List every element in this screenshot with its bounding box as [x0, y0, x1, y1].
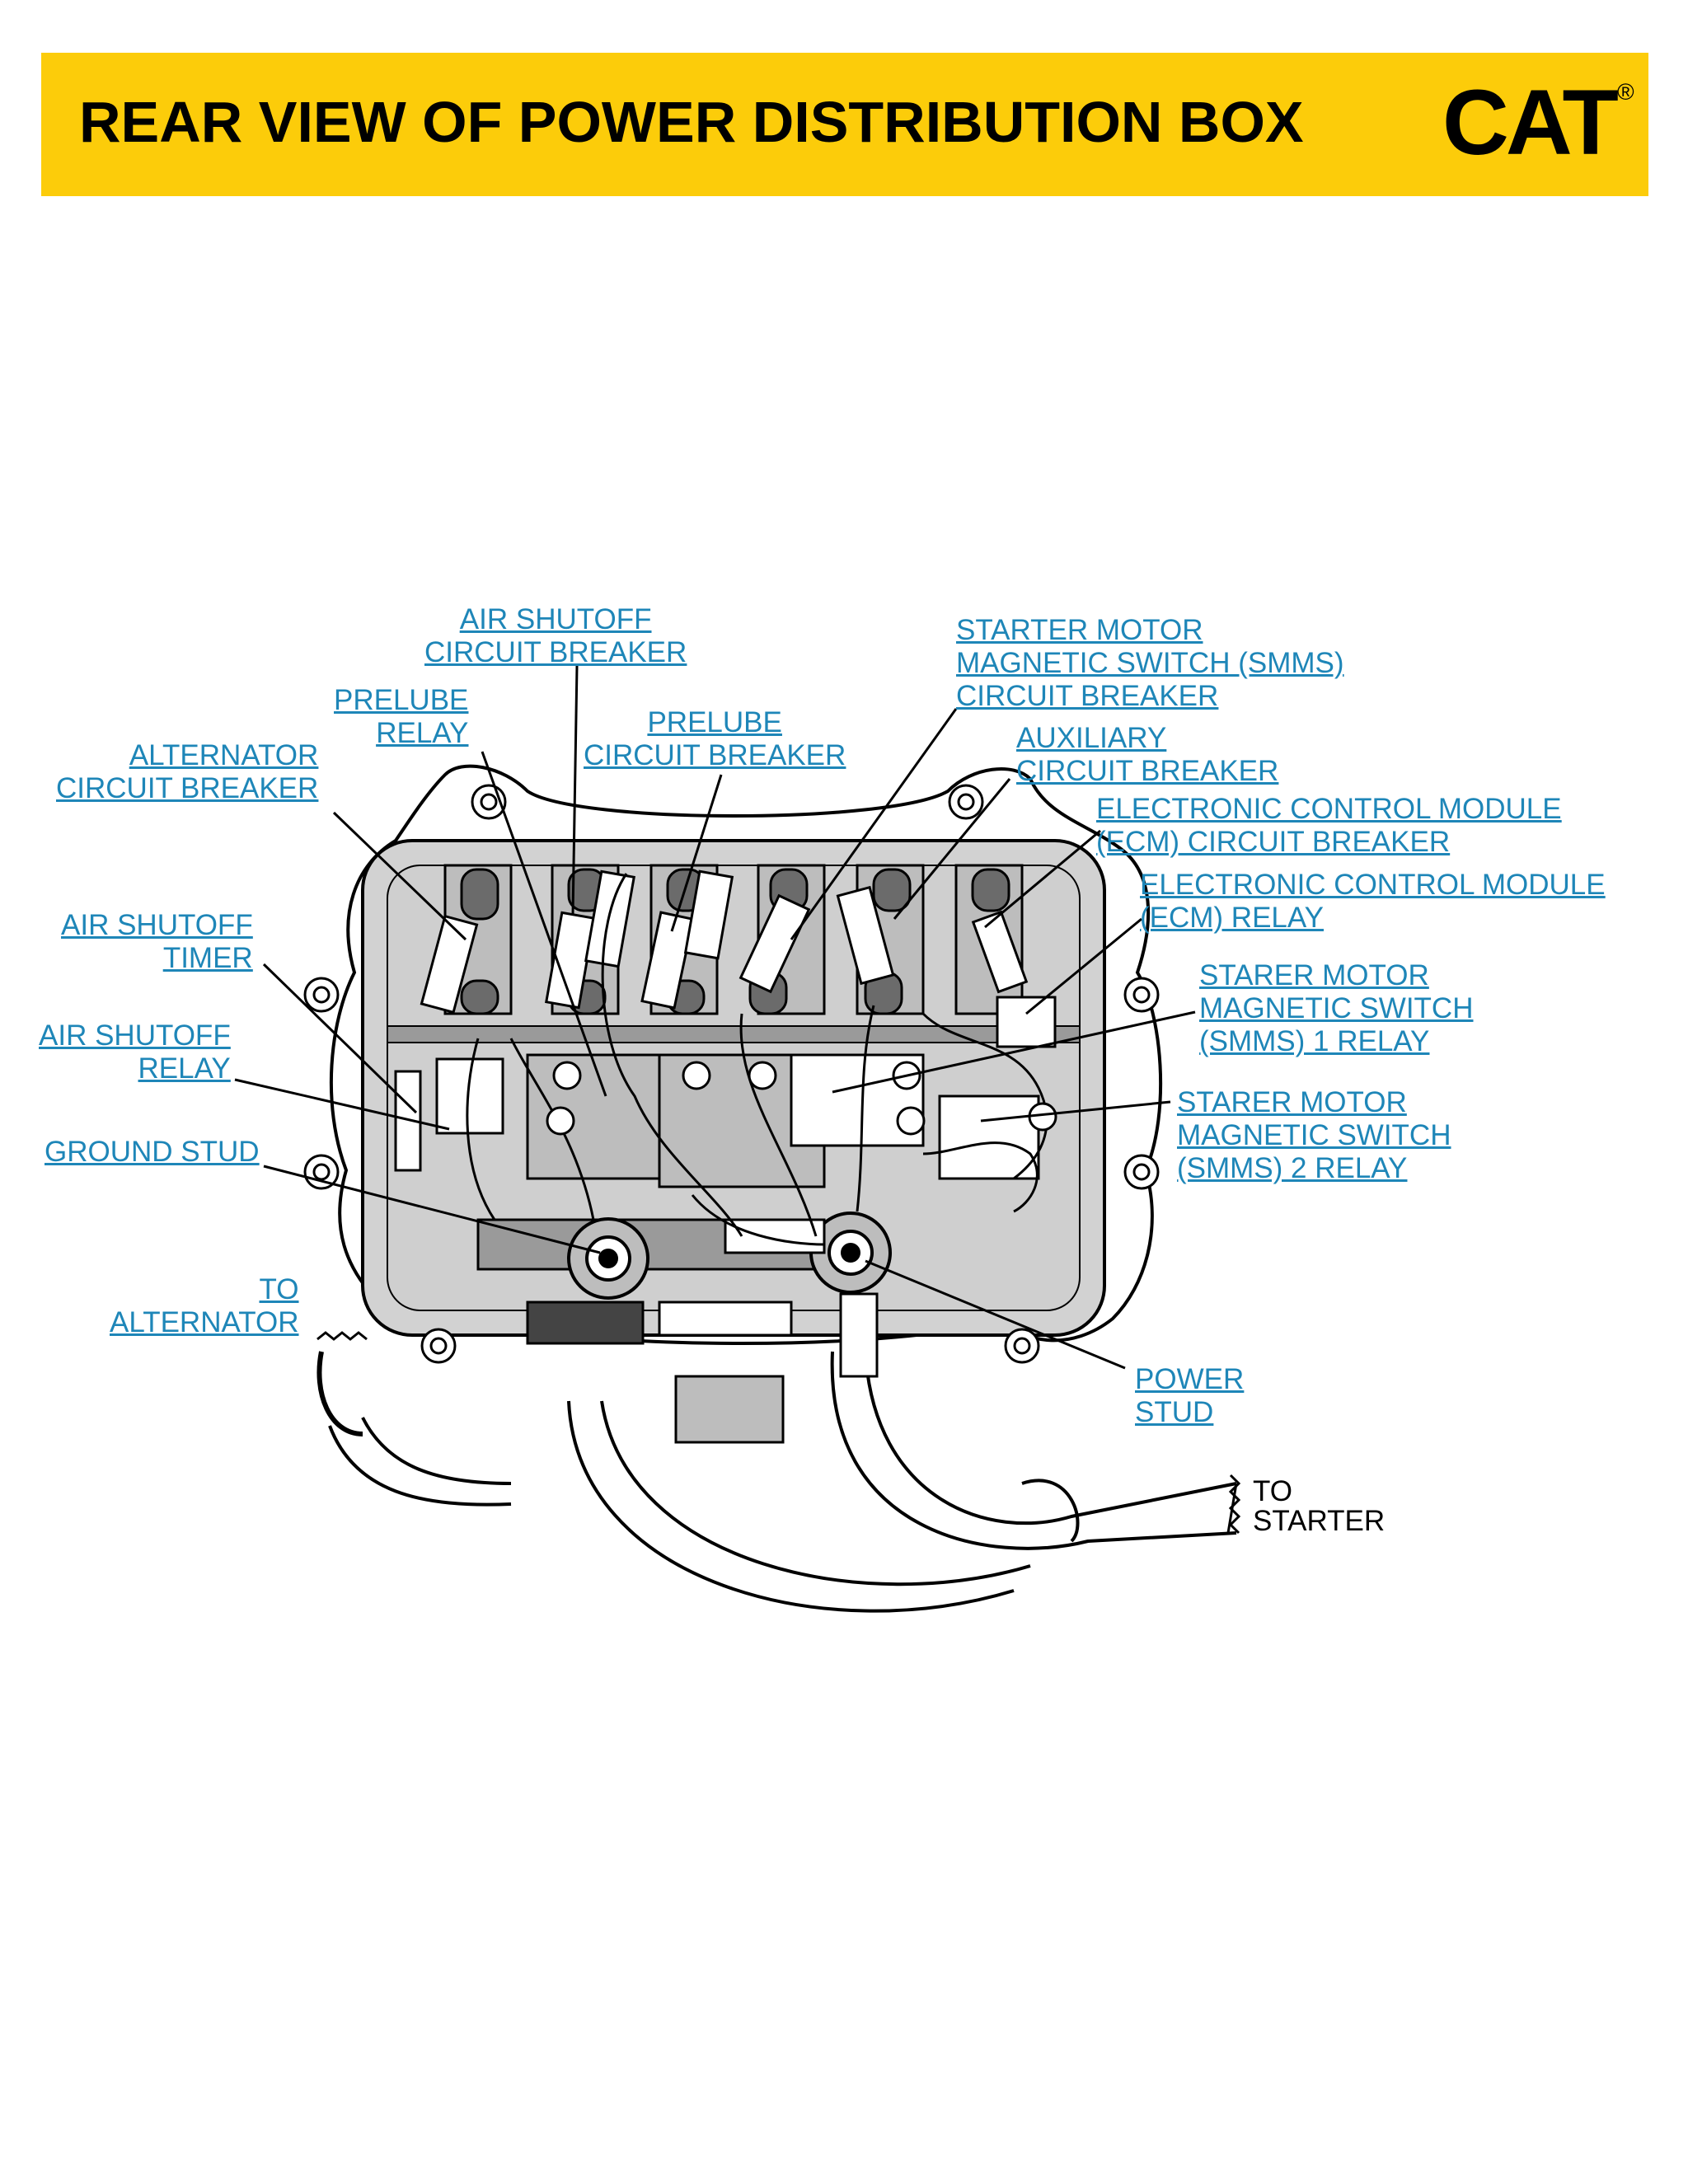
label-smms-circuit-breaker[interactable]: STARTER MOTOR MAGNETIC SWITCH (SMMS) CIR…	[956, 614, 1344, 713]
label-line: STARER MOTOR	[1177, 1086, 1407, 1118]
label-line: RELAY	[138, 1052, 231, 1085]
title-banner: REAR VIEW OF POWER DISTRIBUTION BOX CAT …	[41, 53, 1648, 196]
label-line: TIMER	[162, 942, 253, 974]
label-to-starter: TO STARTER	[1253, 1477, 1385, 1536]
label-line: POWER	[1135, 1363, 1245, 1395]
label-line: AIR SHUTOFF	[61, 909, 253, 941]
label-air-shutoff-circuit-breaker[interactable]: AIR SHUTOFF CIRCUIT BREAKER	[424, 603, 687, 669]
label-to-alternator[interactable]: TO ALTERNATOR	[110, 1273, 298, 1339]
cable-break-alternator	[316, 1331, 368, 1341]
label-smms1-relay[interactable]: STARER MOTOR MAGNETIC SWITCH (SMMS) 1 RE…	[1199, 959, 1473, 1058]
label-line: MAGNETIC SWITCH (SMMS)	[956, 647, 1344, 679]
label-line: CIRCUIT BREAKER	[424, 636, 687, 668]
label-line: CIRCUIT BREAKER	[584, 739, 846, 771]
label-line: TO	[259, 1273, 299, 1305]
label-alternator-circuit-breaker[interactable]: ALTERNATOR CIRCUIT BREAKER	[56, 739, 318, 805]
label-line: CIRCUIT BREAKER	[956, 680, 1219, 712]
internal-wiring	[466, 873, 1048, 1246]
power-sleeve	[839, 1292, 879, 1378]
page-title: REAR VIEW OF POWER DISTRIBUTION BOX	[79, 90, 1304, 154]
logo-triangle-icon	[1531, 160, 1601, 181]
label-line: (SMMS) 2 RELAY	[1177, 1152, 1408, 1184]
din-rail	[387, 1025, 1081, 1043]
logo-text: CAT	[1442, 71, 1619, 174]
label-line: AIR SHUTOFF	[39, 1019, 231, 1052]
label-line: (ECM) CIRCUIT BREAKER	[1096, 826, 1451, 858]
leader-lines	[234, 665, 1196, 1370]
label-line: RELAY	[376, 717, 469, 749]
label-power-stud[interactable]: POWER STUD	[1135, 1363, 1244, 1429]
ground-stud	[567, 1217, 649, 1300]
label-line: ALTERNATOR	[129, 739, 319, 771]
label-line: AIR SHUTOFF	[459, 603, 652, 635]
label-line: ELECTRONIC CONTROL MODULE	[1140, 869, 1606, 901]
label-smms2-relay[interactable]: STARER MOTOR MAGNETIC SWITCH (SMMS) 2 RE…	[1177, 1086, 1451, 1185]
label-line: PRELUBE	[334, 684, 469, 716]
label-auxiliary-circuit-breaker[interactable]: AUXILIARY CIRCUIT BREAKER	[1016, 722, 1278, 788]
label-line: STARTER MOTOR	[956, 614, 1203, 646]
label-line: ELECTRONIC CONTROL MODULE	[1096, 793, 1562, 825]
label-line: PRELUBE	[647, 706, 782, 738]
label-air-shutoff-relay[interactable]: AIR SHUTOFF RELAY	[39, 1019, 231, 1085]
power-stud	[809, 1212, 892, 1294]
label-line: STUD	[1135, 1396, 1214, 1428]
cable-break-starter	[1228, 1474, 1241, 1535]
cat-logo: CAT ®	[1442, 69, 1634, 185]
cables	[316, 1351, 1238, 1613]
label-line: STARTER	[1253, 1505, 1386, 1537]
label-prelube-relay[interactable]: PRELUBE RELAY	[334, 684, 468, 750]
registered-mark: ®	[1617, 79, 1634, 105]
label-ecm-circuit-breaker[interactable]: ELECTRONIC CONTROL MODULE (ECM) CIRCUIT …	[1096, 793, 1562, 859]
bottom-boss	[674, 1375, 785, 1444]
cross-sleeve	[724, 1218, 826, 1254]
label-line: STARER MOTOR	[1199, 959, 1429, 991]
mounting-bolts	[303, 784, 1160, 1364]
bottom-clip	[658, 1301, 793, 1337]
label-ground-stud[interactable]: GROUND STUD	[45, 1136, 260, 1169]
label-ecm-relay[interactable]: ELECTRONIC CONTROL MODULE (ECM) RELAY	[1140, 869, 1606, 935]
label-line: CIRCUIT BREAKER	[1016, 755, 1279, 787]
label-line: MAGNETIC SWITCH	[1177, 1119, 1451, 1151]
connector-block	[526, 1301, 645, 1345]
label-line: GROUND STUD	[45, 1136, 260, 1168]
label-prelube-circuit-breaker[interactable]: PRELUBE CIRCUIT BREAKER	[584, 706, 846, 772]
label-air-shutoff-timer[interactable]: AIR SHUTOFF TIMER	[61, 909, 253, 975]
label-line: (SMMS) 1 RELAY	[1199, 1025, 1430, 1057]
label-line: CIRCUIT BREAKER	[56, 772, 319, 804]
label-line: (ECM) RELAY	[1140, 902, 1324, 934]
label-line: ALTERNATOR	[110, 1306, 299, 1338]
label-line: AUXILIARY	[1016, 722, 1167, 754]
label-line: MAGNETIC SWITCH	[1199, 992, 1474, 1024]
terminal-nuts	[546, 1061, 1057, 1136]
label-line: TO	[1253, 1475, 1292, 1507]
